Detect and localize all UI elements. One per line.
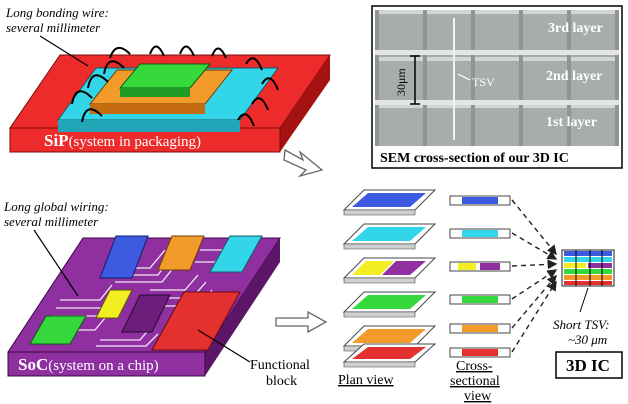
short-tsv-line2: ~30 μm xyxy=(568,332,607,347)
arrow-soc-to-stack xyxy=(276,312,326,332)
tsv-label: TSV xyxy=(472,75,495,89)
soc-label-abbr: SoC xyxy=(18,355,48,374)
cross-sectional-line3: view xyxy=(464,389,492,404)
plan-plate-1 xyxy=(344,190,435,215)
plan-plate-4 xyxy=(344,292,435,317)
functional-block-line2: block xyxy=(266,374,297,389)
stacked-ic xyxy=(562,250,614,312)
sip-layer-cyan-side xyxy=(58,120,240,132)
arrow-sip-to-stack xyxy=(284,150,322,176)
sip-package: Long bonding wire: several millimeter Si… xyxy=(5,5,330,152)
cross-sectional-line2: sectional xyxy=(450,374,500,389)
sem-caption: SEM cross-section of our 3D IC xyxy=(380,151,569,166)
soc-chip: Long global wiring: several millimeter S… xyxy=(3,199,310,389)
sem-layer-1: 1st layer xyxy=(546,115,597,130)
stack-connectors xyxy=(512,200,556,352)
cross-bars xyxy=(450,196,510,357)
scale-label: 30μm xyxy=(394,68,408,96)
sip-label-full: (system in packaging) xyxy=(69,134,201,150)
soc-wire-note-line1: Long global wiring: xyxy=(3,199,109,214)
functional-block-line1: Functional xyxy=(250,358,310,373)
sem-bond-line-upper xyxy=(375,50,619,55)
cross-sectional-line1: Cross- xyxy=(456,359,493,374)
short-tsv-line1: Short TSV: xyxy=(553,317,610,332)
sem-layer-2: 2nd layer xyxy=(546,69,602,84)
sip-label-abbr: SiP xyxy=(44,131,69,150)
layer-stack: Plan view Cross- sectional view Short TS… xyxy=(338,190,622,404)
sip-layer-orange-side xyxy=(90,104,205,114)
sip-label: SiP(system in packaging) xyxy=(44,131,201,150)
sip-wire-note-line2: several millimeter xyxy=(6,20,101,35)
sem-layer-3: 3rd layer xyxy=(548,21,603,36)
soc-label-full: (system on a chip) xyxy=(48,358,158,374)
ic-label: 3D IC xyxy=(566,356,610,375)
plan-plate-3 xyxy=(344,258,435,283)
plan-plate-2 xyxy=(344,224,435,249)
sem-panel: 3rd layer 2nd layer 1st layer TSV 30μm S… xyxy=(372,6,622,168)
soc-label: SoC(system on a chip) xyxy=(18,355,159,374)
soc-wire-note-line2: several millimeter xyxy=(4,214,99,229)
sip-layer-green-side xyxy=(120,88,190,97)
sip-wire-note-line1: Long bonding wire: xyxy=(5,5,109,20)
plan-view-label: Plan view xyxy=(338,373,394,388)
